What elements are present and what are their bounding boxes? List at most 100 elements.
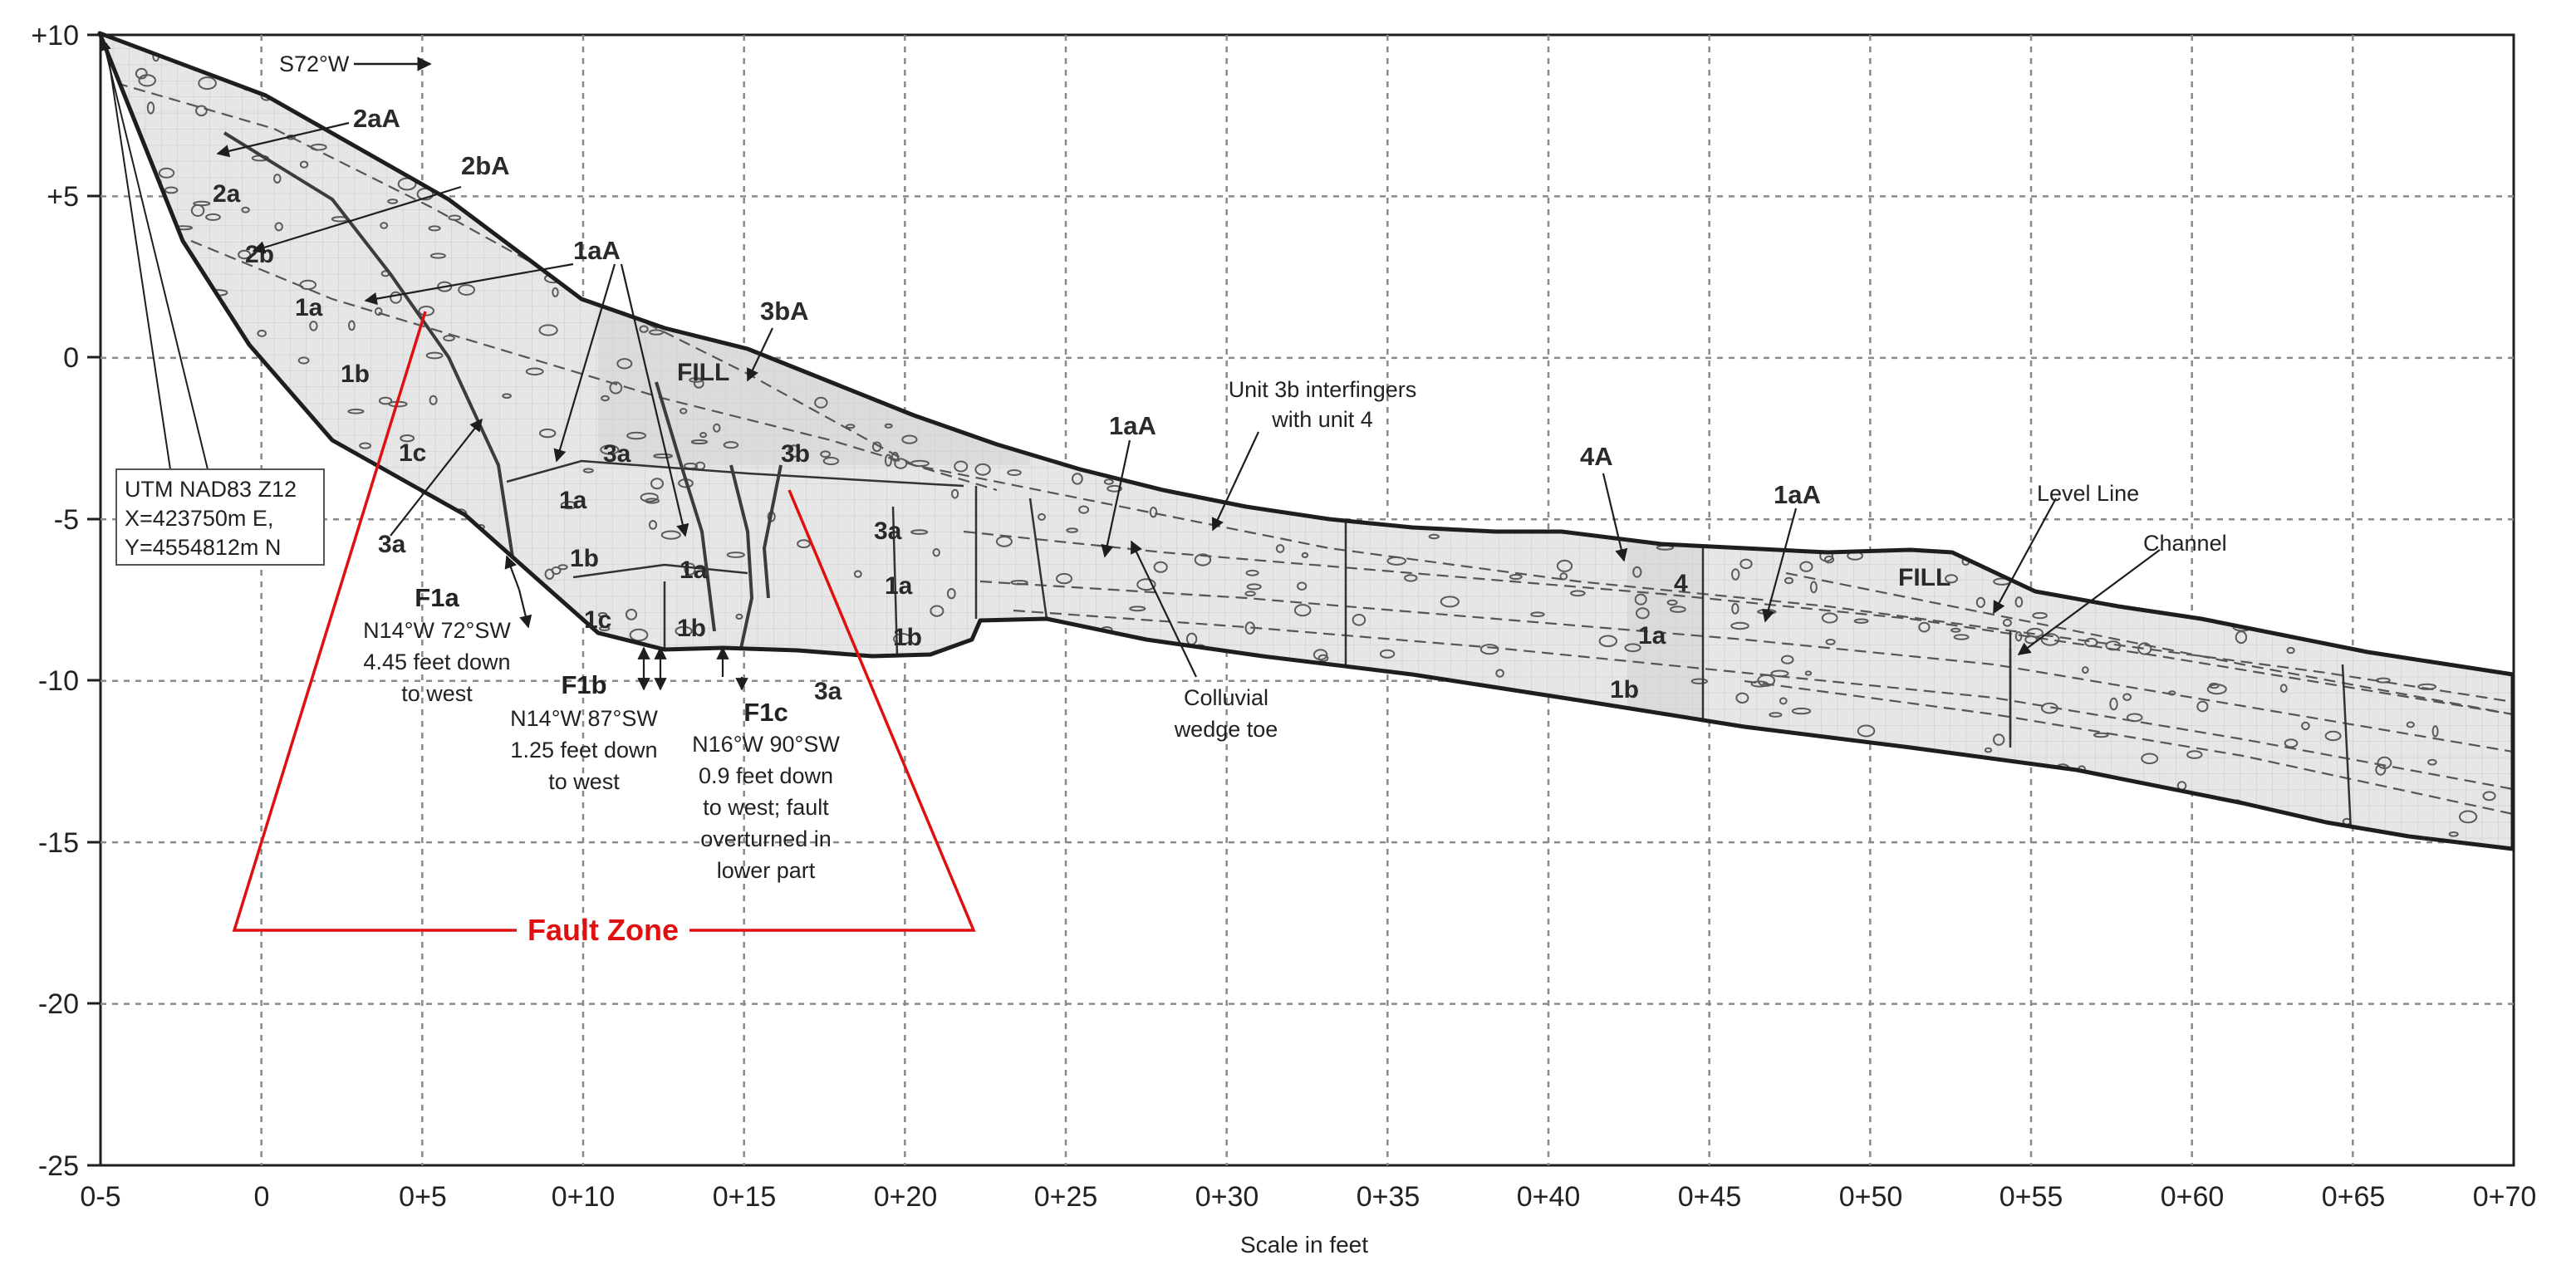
clast-mark: [1252, 667, 1264, 678]
clast-mark: [1371, 797, 1380, 807]
clast-mark: [1935, 121, 1944, 130]
clast-mark: [1447, 279, 1465, 292]
clast-mark: [814, 396, 828, 409]
clast-mark: [387, 199, 399, 204]
bearing-indicator: S72°W: [279, 51, 432, 76]
clast-mark: [1293, 604, 1312, 617]
clast-mark: [316, 106, 335, 112]
clast-mark: [1675, 450, 1693, 458]
clast-mark: [1669, 501, 1689, 512]
clast-mark: [1401, 498, 1411, 507]
clast-mark: [437, 281, 453, 292]
clast-mark: [887, 304, 907, 314]
clast-mark: [135, 241, 145, 250]
clast-mark: [1433, 253, 1452, 263]
clast-mark: [1107, 240, 1120, 249]
clast-mark: [962, 799, 982, 807]
clast-mark: [1780, 655, 1794, 664]
clast-mark: [1570, 590, 1586, 597]
clast-mark: [1494, 150, 1507, 158]
clast-mark: [1808, 151, 1829, 157]
clast-mark: [1388, 708, 1406, 716]
fault-f1c: F1c N16°W 90°SW 0.9 feet down to west; f…: [692, 698, 840, 883]
clast-mark: [2067, 240, 2087, 248]
clast-mark: [2040, 633, 2060, 646]
clast-mark: [527, 641, 539, 652]
clast-mark: [1436, 231, 1448, 237]
clast-mark: [1970, 254, 1978, 263]
clast-mark: [1371, 119, 1388, 130]
clast-mark: [2037, 334, 2047, 347]
clast-mark: [138, 74, 156, 87]
clast-mark: [2277, 292, 2293, 302]
x-tick-label: 0+20: [874, 1181, 938, 1213]
clast-mark: [1333, 133, 1353, 145]
clast-mark: [2466, 563, 2481, 576]
clast-mark: [1809, 581, 1818, 594]
clast-mark: [2161, 274, 2170, 287]
y-tick-label: -20: [38, 988, 79, 1020]
clast-mark: [150, 574, 165, 584]
clast-mark: [954, 460, 969, 473]
clast-mark: [2005, 436, 2014, 445]
clast-mark: [115, 650, 135, 659]
clast-mark: [1405, 692, 1419, 698]
clast-mark: [439, 727, 458, 733]
clast-mark: [930, 605, 945, 617]
clast-mark: [298, 615, 316, 622]
clast-mark: [1288, 86, 1299, 96]
clast-mark: [2423, 388, 2439, 395]
clast-mark: [1983, 246, 1991, 258]
clast-mark: [2438, 274, 2447, 281]
clast-mark: [2499, 221, 2511, 230]
clast-mark: [938, 58, 949, 71]
clast-mark: [2196, 700, 2209, 713]
clast-mark: [169, 772, 189, 783]
clast-mark: [1247, 109, 1266, 123]
clast-mark: [2344, 47, 2357, 56]
clast-mark: [640, 493, 659, 503]
clast-mark: [521, 83, 541, 96]
clast-mark: [1844, 300, 1852, 310]
clast-mark: [1832, 93, 1848, 105]
clast-mark: [461, 780, 469, 790]
clast-mark: [551, 566, 562, 576]
clast-mark: [699, 432, 708, 439]
clast-mark: [2172, 500, 2184, 507]
clast-mark: [2461, 213, 2480, 224]
clast-mark: [1548, 483, 1565, 492]
clast-mark: [274, 222, 283, 232]
clast-mark: [964, 807, 977, 819]
clast-mark: [115, 406, 132, 415]
clast-mark: [1699, 218, 1709, 231]
clast-mark: [1853, 618, 1869, 624]
clast-mark: [480, 56, 498, 70]
fault-detail: 1.25 feet down: [510, 738, 657, 762]
clast-mark: [2093, 174, 2112, 189]
clast-mark: [525, 367, 544, 376]
clast-mark: [390, 291, 402, 304]
clast-mark: [1204, 787, 1219, 793]
clast-mark: [2002, 618, 2012, 627]
clast-mark: [1387, 346, 1403, 356]
clast-mark: [1416, 116, 1433, 125]
clast-mark: [1620, 293, 1640, 302]
clast-mark: [2001, 156, 2010, 162]
clast-mark: [1948, 301, 1965, 313]
clast-mark: [2175, 593, 2188, 607]
clast-mark: [1618, 143, 1627, 156]
clast-mark: [1264, 127, 1278, 139]
clast-mark: [1658, 223, 1679, 233]
clast-mark: [1681, 169, 1698, 176]
clast-mark: [2014, 631, 2023, 642]
clast-mark: [2024, 810, 2042, 821]
clast-mark: [400, 434, 415, 443]
unit-label: 3a: [814, 678, 842, 705]
clast-mark: [1056, 572, 1072, 585]
clast-mark: [1936, 65, 1948, 76]
clast-mark: [1645, 130, 1653, 141]
clast-mark: [2259, 455, 2272, 462]
clast-mark: [2469, 542, 2477, 549]
clast-mark: [1195, 741, 1211, 750]
clast-mark: [1120, 322, 1129, 331]
